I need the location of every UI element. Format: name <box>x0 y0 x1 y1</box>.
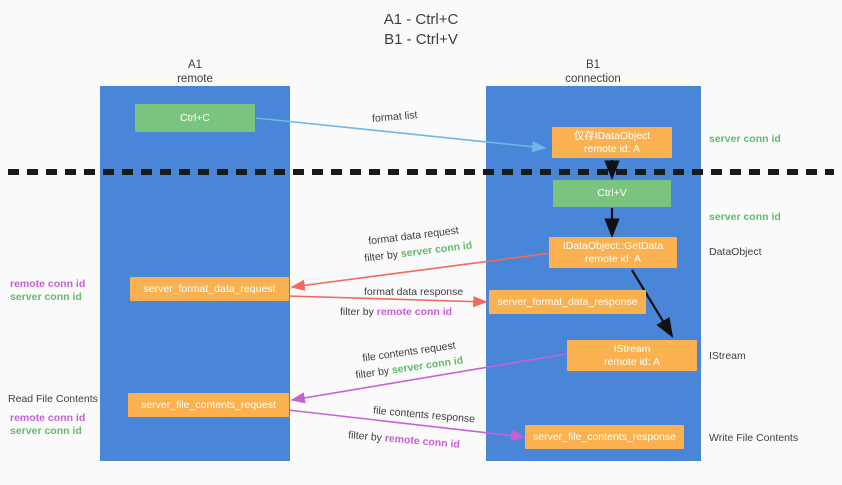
annotation-read-file-contents: Read File Contents <box>8 393 98 406</box>
edge-label-format-list-text: format list <box>371 109 418 125</box>
filter-prefix: filter by <box>354 364 393 382</box>
node-ctrl-v[interactable]: Ctrl+V <box>553 180 671 207</box>
lane-header-a1-name: A1 <box>187 59 203 71</box>
annotation-write-file-contents-text: Write File Contents <box>709 432 799 444</box>
annotation-read-file-contents-text: Read File Contents <box>8 393 98 405</box>
filter-value-remote-conn-id: remote conn id <box>384 432 461 451</box>
annotation-file-conn-ids: remote conn id server conn id <box>10 412 85 438</box>
node-server-format-data-response-label: server_format_data_response <box>497 295 638 308</box>
annotation-istream: IStream <box>709 350 746 363</box>
annotation-istream-text: IStream <box>709 350 746 362</box>
node-istream-line2: remote id: A <box>603 355 661 368</box>
node-server-file-contents-request-label: server_file_contents_request <box>141 398 276 411</box>
edge-label-format-data-response-filter: filter by remote conn id <box>340 305 452 319</box>
lane-header-a1-sub: remote <box>177 73 213 85</box>
annotation-server-conn-id-mid-text: server conn id <box>709 211 781 223</box>
node-server-file-contents-response[interactable]: server_file_contents_response <box>525 425 684 449</box>
edge-label-file-contents-response-filter: filter by remote conn id <box>348 428 461 452</box>
node-server-format-data-response[interactable]: server_format_data_response <box>489 290 646 314</box>
annotation-server-conn-id-top: server conn id <box>709 133 781 146</box>
node-getdata[interactable]: IDataObject::GetData remote id: A <box>549 237 677 268</box>
annotation-write-file-contents: Write File Contents <box>709 432 798 445</box>
lane-header-b1-sub: connection <box>565 73 621 85</box>
annotation-format-remote-conn-id: remote conn id <box>10 278 86 290</box>
edge-label-format-data-response: format data response <box>364 285 463 299</box>
node-istream[interactable]: IStream remote id: A <box>567 340 697 371</box>
node-server-format-data-request-label: server_format_data_request <box>143 282 276 295</box>
annotation-format-conn-ids: remote conn id server conn id <box>10 278 85 304</box>
node-istream-line1: IStream <box>613 342 651 355</box>
lane-header-a1: A1 remote <box>140 58 250 86</box>
annotation-dataobject: DataObject <box>709 246 762 259</box>
annotation-server-conn-id-mid: server conn id <box>709 211 781 224</box>
node-idataobject-line2: remote id: A <box>583 142 641 155</box>
edge-label-file-contents-response: file contents response <box>373 404 476 427</box>
filter-prefix: filter by <box>340 306 377 318</box>
filter-prefix: filter by <box>347 429 386 445</box>
node-getdata-line1: IDataObject::GetData <box>562 239 664 252</box>
edge-label-format-data-response-text: format data response <box>364 286 464 298</box>
edge-label-format-list: format list <box>371 108 418 126</box>
annotation-server-conn-id-top-text: server conn id <box>709 133 781 145</box>
diagram-title: A1 - Ctrl+C B1 - Ctrl+V <box>0 10 842 50</box>
node-idataobject[interactable]: 仅存IDataObject remote id: A <box>552 127 672 158</box>
node-getdata-line2: remote id: A <box>584 252 642 265</box>
annotation-file-remote-conn-id: remote conn id <box>10 412 86 424</box>
annotation-dataobject-text: DataObject <box>709 246 762 258</box>
title-line-1: A1 - Ctrl+C <box>383 11 459 28</box>
node-server-file-contents-response-label: server_file_contents_response <box>532 430 676 443</box>
node-ctrl-v-label: Ctrl+V <box>597 187 627 199</box>
node-idataobject-line1: 仅存IDataObject <box>573 129 651 142</box>
lane-header-b1-name: B1 <box>585 59 601 71</box>
filter-value-remote-conn-id: remote conn id <box>376 306 453 318</box>
node-ctrl-c-label: Ctrl+C <box>179 111 211 124</box>
edge-label-file-contents-response-text: file contents response <box>372 404 476 426</box>
annotation-format-server-conn-id: server conn id <box>10 291 82 303</box>
annotation-file-server-conn-id: server conn id <box>10 425 82 437</box>
title-line-2: B1 - Ctrl+V <box>384 31 458 48</box>
lane-header-b1: B1 connection <box>538 58 648 86</box>
node-server-format-data-request[interactable]: server_format_data_request <box>130 277 289 301</box>
node-server-file-contents-request[interactable]: server_file_contents_request <box>128 393 289 417</box>
node-ctrl-c[interactable]: Ctrl+C <box>135 104 255 132</box>
filter-prefix: filter by <box>363 248 402 265</box>
